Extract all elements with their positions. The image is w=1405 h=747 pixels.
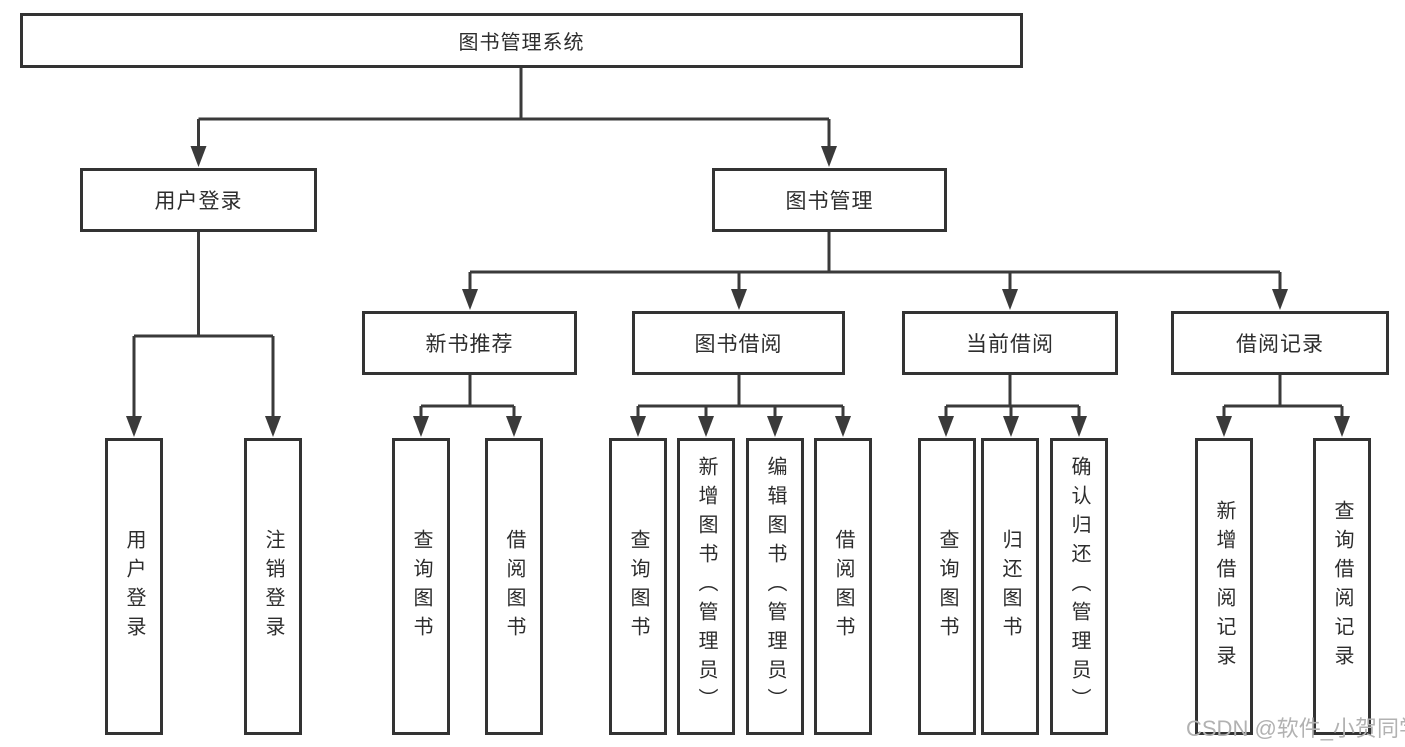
leaf-records-add-record: 新增借阅记录	[1195, 438, 1253, 735]
leaf-recommend-query-books-label: 查询图书	[410, 528, 432, 645]
leaf-records-query-record: 查询借阅记录	[1313, 438, 1371, 735]
node-borrow-records: 借阅记录	[1171, 311, 1389, 375]
node-user-login-label: 用户登录	[154, 190, 243, 213]
node-borrow-records-label: 借阅记录	[1236, 333, 1324, 356]
leaf-records-add-record-label: 新增借阅记录	[1213, 499, 1235, 674]
leaf-borrow-query-books-label: 查询图书	[627, 528, 649, 645]
leaf-current-confirm-return-admin: 确认归还（管理员）	[1050, 438, 1108, 735]
leaf-borrow-edit-books-admin: 编辑图书（管理员）	[746, 438, 804, 735]
leaf-borrow-borrow-books: 借阅图书	[814, 438, 872, 735]
leaf-current-confirm-return-admin-label: 确认归还（管理员）	[1068, 456, 1090, 717]
leaf-borrow-add-books-admin-label: 新增图书（管理员）	[695, 456, 717, 717]
node-current-borrow-label: 当前借阅	[966, 333, 1054, 356]
node-root-system-label: 图书管理系统	[458, 32, 585, 54]
leaf-borrow-borrow-books-label: 借阅图书	[832, 528, 854, 645]
leaf-records-query-record-label: 查询借阅记录	[1331, 499, 1353, 674]
node-root-system: 图书管理系统	[20, 13, 1023, 68]
node-user-login: 用户登录	[80, 168, 317, 232]
node-new-book-recommend: 新书推荐	[362, 311, 577, 375]
node-book-management-label: 图书管理	[785, 190, 874, 213]
node-book-borrow: 图书借阅	[632, 311, 845, 375]
leaf-current-query-books-label: 查询图书	[936, 528, 958, 645]
node-current-borrow: 当前借阅	[902, 311, 1118, 375]
leaf-current-query-books: 查询图书	[918, 438, 976, 735]
leaf-recommend-borrow-books-label: 借阅图书	[503, 528, 525, 645]
node-new-book-recommend-label: 新书推荐	[425, 333, 514, 356]
csdn-watermark: CSDN @软件_小贺同学	[1186, 716, 1405, 741]
node-book-borrow-label: 图书借阅	[694, 333, 783, 356]
node-book-management: 图书管理	[712, 168, 947, 232]
leaf-user-login: 用户登录	[105, 438, 163, 735]
leaf-borrow-query-books: 查询图书	[609, 438, 667, 735]
leaf-current-return-books-label: 归还图书	[999, 528, 1021, 645]
leaf-logout-label: 注销登录	[262, 528, 284, 645]
leaf-logout: 注销登录	[244, 438, 302, 735]
leaf-current-return-books: 归还图书	[981, 438, 1039, 735]
leaf-recommend-borrow-books: 借阅图书	[485, 438, 543, 735]
leaf-borrow-edit-books-admin-label: 编辑图书（管理员）	[764, 456, 786, 717]
leaf-user-login-label: 用户登录	[123, 528, 145, 645]
leaf-recommend-query-books: 查询图书	[392, 438, 450, 735]
leaf-borrow-add-books-admin: 新增图书（管理员）	[677, 438, 735, 735]
